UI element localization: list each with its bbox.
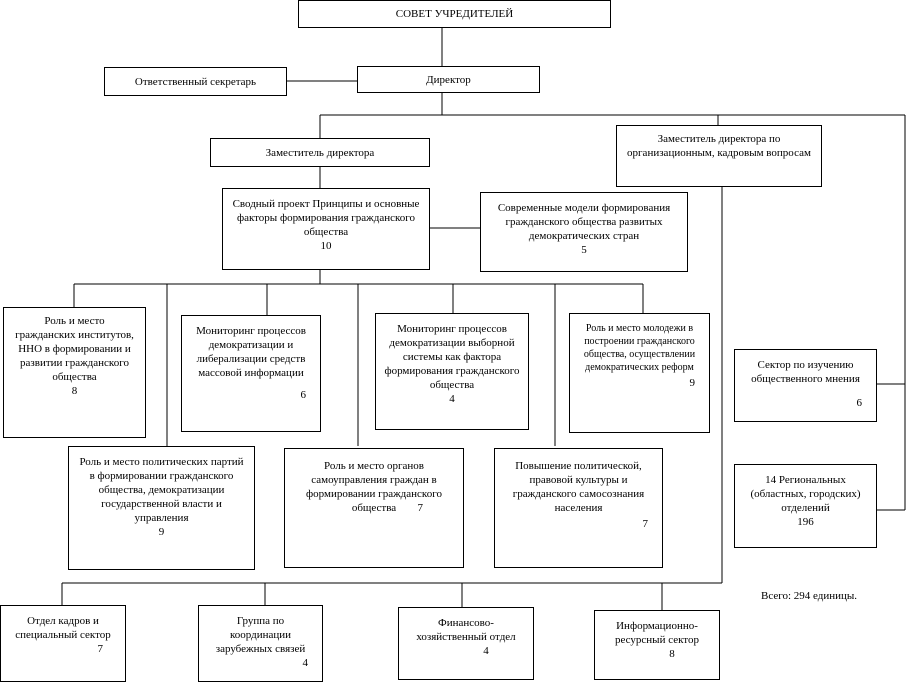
role-institutes-box: Роль и место гражданских институтов, ННО… — [3, 307, 146, 438]
hr-dept-count: 7 — [97, 643, 104, 655]
founders-box: СОВЕТ УЧРЕДИТЕЛЕЙ — [298, 0, 611, 28]
parties-role-box: Роль и место политических партий в форми… — [68, 446, 255, 570]
modern-models-box: Современные модели формирования гражданс… — [480, 192, 688, 272]
secretary-box: Ответственный секретарь — [104, 67, 287, 96]
self-government-box: Роль и место органов самоуправления граж… — [284, 448, 464, 568]
legal-culture-box: Повышение политической, правовой культур… — [494, 448, 663, 568]
foreign-group-title: Группа по координации зарубежных связей — [215, 615, 306, 655]
media-monitoring-title: Мониторинг процессов демократизации и ли… — [196, 325, 306, 379]
media-monitoring-count: 6 — [300, 389, 307, 401]
role-institutes-count: 8 — [71, 385, 78, 397]
hr-dept-box: Отдел кадров и специальный сектор 7 — [0, 605, 126, 682]
deputy-org-label: Заместитель директора по организационным… — [627, 133, 811, 159]
youth-role-title: Роль и место молодежи в построении гражд… — [583, 323, 696, 373]
info-sector-title: Информационно-ресурсный сектор — [615, 620, 699, 646]
regional-count: 196 — [797, 516, 814, 528]
youth-role-count: 9 — [689, 377, 696, 389]
foreign-group-count: 4 — [302, 657, 309, 669]
finance-dept-title: Финансово-хозяйственный отдел — [416, 617, 516, 643]
youth-role-box: Роль и место молодежи в построении гражд… — [569, 313, 710, 433]
founders-label: СОВЕТ УЧРЕДИТЕЛЕЙ — [395, 8, 514, 20]
total-label: Всего: 294 единицы. — [761, 590, 858, 602]
summary-project-count: 10 — [320, 240, 332, 252]
modern-models-title: Современные модели формирования гражданс… — [497, 202, 671, 242]
legal-culture-title: Повышение политической, правовой культур… — [512, 460, 645, 514]
director-label: Директор — [426, 74, 471, 86]
deputy-org-box: Заместитель директора по организационным… — [616, 125, 822, 187]
deputy-director-box: Заместитель директора — [210, 138, 430, 167]
public-opinion-title: Сектор по изучению общественного мнения — [751, 359, 860, 385]
election-monitoring-title: Мониторинг процессов демократизации выбо… — [384, 323, 520, 391]
info-sector-count: 8 — [669, 648, 675, 660]
media-monitoring-box: Мониторинг процессов демократизации и ли… — [181, 315, 321, 432]
public-opinion-box: Сектор по изучению общественного мнения … — [734, 349, 877, 422]
regional-title: 14 Региональных (областных, городских) о… — [750, 474, 861, 514]
self-government-title: Роль и место органов самоуправления граж… — [306, 460, 442, 514]
finance-dept-box: Финансово-хозяйственный отдел 4 — [398, 607, 534, 680]
public-opinion-count: 6 — [856, 397, 863, 409]
director-box: Директор — [357, 66, 540, 93]
foreign-group-box: Группа по координации зарубежных связей … — [198, 605, 323, 682]
info-sector-box: Информационно-ресурсный сектор 8 — [594, 610, 720, 680]
parties-role-count: 9 — [158, 526, 165, 538]
election-monitoring-box: Мониторинг процессов демократизации выбо… — [375, 313, 529, 430]
self-government-count: 7 — [417, 502, 424, 514]
parties-role-title: Роль и место политических партий в форми… — [79, 456, 244, 524]
secretary-label: Ответственный секретарь — [134, 76, 257, 88]
modern-models-count: 5 — [581, 244, 587, 256]
hr-dept-title: Отдел кадров и специальный сектор — [15, 615, 111, 641]
role-institutes-title: Роль и место гражданских институтов, ННО… — [15, 315, 134, 383]
election-monitoring-count: 4 — [449, 393, 455, 405]
deputy-director-label: Заместитель директора — [265, 147, 375, 159]
summary-project-title: Сводный проект Принципы и основные факто… — [232, 198, 420, 238]
finance-dept-count: 4 — [483, 645, 489, 657]
regional-box: 14 Региональных (областных, городских) о… — [734, 464, 877, 548]
legal-culture-count: 7 — [642, 518, 649, 530]
summary-project-box: Сводный проект Принципы и основные факто… — [222, 188, 430, 270]
